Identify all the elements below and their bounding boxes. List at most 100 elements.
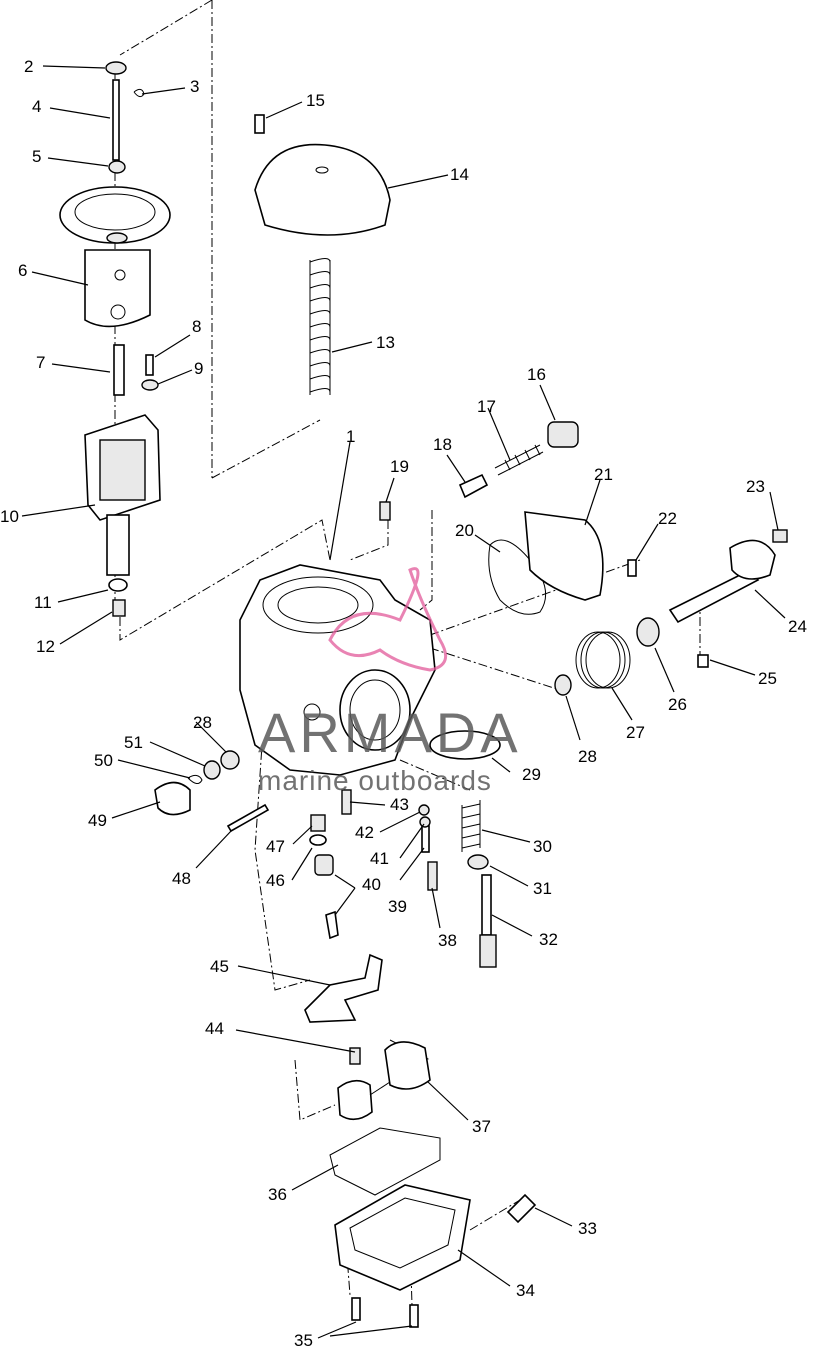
part-31-washer [467, 854, 489, 870]
callout-31: 31 [533, 879, 552, 898]
part-20-gasket [488, 539, 547, 615]
part-15-screw [254, 114, 265, 134]
callout-14: 14 [450, 165, 469, 184]
part-34-float-bowl [334, 1184, 471, 1291]
part-6-diaphragm-slide [59, 186, 171, 328]
part-21-cover [524, 511, 604, 601]
part-3-clip [133, 88, 145, 98]
part-1-carburetor-body [239, 564, 436, 776]
callout-12: 12 [36, 637, 55, 656]
part-49-cap [154, 781, 191, 816]
callout-34: 34 [516, 1281, 535, 1300]
armada-watermark: ARMADA marine outboards [258, 567, 522, 796]
callout-21: 21 [594, 465, 613, 484]
callout-13: 13 [376, 333, 395, 352]
callout-27: 27 [626, 723, 645, 742]
callout-33: 33 [578, 1219, 597, 1238]
part-51-washer [203, 760, 221, 780]
callout-42: 42 [355, 823, 374, 842]
part-42-washer [418, 804, 430, 816]
part-18-plunger [458, 473, 489, 499]
part-8-screw [145, 354, 154, 376]
part-23-nut [772, 529, 788, 543]
part-29-throttle-plate [429, 730, 501, 760]
callout-4: 4 [32, 97, 41, 116]
part-4-jet-needle [112, 79, 120, 161]
callout-36: 36 [268, 1185, 287, 1204]
callout-2: 2 [24, 57, 33, 76]
part-22-screw [627, 559, 637, 577]
callout-20: 20 [455, 521, 474, 540]
part-35-screw-left [351, 1297, 361, 1321]
part-35-screw-right [409, 1304, 419, 1328]
part-46-oring [309, 834, 327, 846]
part-12-screw [112, 599, 126, 617]
callout-43: 43 [390, 795, 409, 814]
part-30-spring [461, 800, 481, 852]
callout-25: 25 [758, 669, 777, 688]
callout-30: 30 [533, 837, 552, 856]
callout-6: 6 [18, 261, 27, 280]
part-7-bolt [113, 344, 125, 396]
callout-1: 1 [346, 427, 355, 446]
armada-logo-mark [328, 567, 448, 672]
callout-28-right: 28 [578, 747, 597, 766]
part-2-nut [105, 61, 127, 75]
callout-7: 7 [36, 353, 45, 372]
part-9-washer [141, 379, 159, 391]
callout-labels: 1 2 3 4 5 6 7 8 9 10 11 12 13 14 15 16 1… [0, 57, 807, 1350]
callout-45: 45 [210, 957, 229, 976]
part-28-seal-right [554, 674, 572, 696]
callout-15: 15 [306, 91, 325, 110]
callout-17: 17 [477, 397, 496, 416]
part-16-cap [547, 421, 579, 448]
part-41-spring [419, 816, 431, 828]
part-25-screw [697, 654, 709, 668]
part-26-bushing [636, 617, 660, 647]
part-38-jet [427, 861, 438, 891]
callout-16: 16 [527, 365, 546, 384]
callout-3: 3 [190, 77, 199, 96]
callout-19: 19 [390, 457, 409, 476]
callout-26: 26 [668, 695, 687, 714]
callout-48: 48 [172, 869, 191, 888]
part-19-pilot-jet [379, 501, 391, 521]
part-36-gasket [329, 1127, 441, 1196]
part-14-top-cover [254, 143, 391, 236]
part-13-spring [309, 258, 331, 395]
callout-35: 35 [294, 1331, 313, 1350]
callout-5: 5 [32, 147, 41, 166]
parts [59, 61, 788, 1328]
callout-51: 51 [124, 733, 143, 752]
watermark-brand: ARMADA [258, 701, 522, 764]
part-28-seal-left [220, 750, 240, 770]
part-10-bracket [84, 414, 161, 576]
callout-46: 46 [266, 871, 285, 890]
callout-18: 18 [433, 435, 452, 454]
part-5-washer [108, 160, 126, 174]
callout-11: 11 [34, 593, 52, 612]
callout-40: 40 [362, 875, 381, 894]
part-40-needle [325, 910, 339, 940]
part-44-screw [349, 1047, 361, 1065]
part-40-needle-valve-seat [314, 854, 334, 876]
callout-38: 38 [438, 931, 457, 950]
part-39-screw [421, 825, 430, 853]
part-37-float [337, 1041, 431, 1121]
part-11-oring [108, 578, 128, 592]
callout-10: 10 [0, 507, 19, 526]
part-32-head [479, 934, 497, 968]
part-32-screw [481, 874, 492, 936]
part-17-spring [494, 444, 544, 476]
part-48-pin [226, 803, 270, 833]
callout-22: 22 [658, 509, 677, 528]
callout-32: 32 [539, 930, 558, 949]
callout-29: 29 [522, 765, 541, 784]
part-24-throttle-shaft [668, 539, 776, 624]
callout-41: 41 [370, 849, 389, 868]
callout-39: 39 [388, 897, 407, 916]
callout-47: 47 [266, 837, 285, 856]
callout-50: 50 [94, 751, 113, 770]
callout-8: 8 [192, 317, 201, 336]
